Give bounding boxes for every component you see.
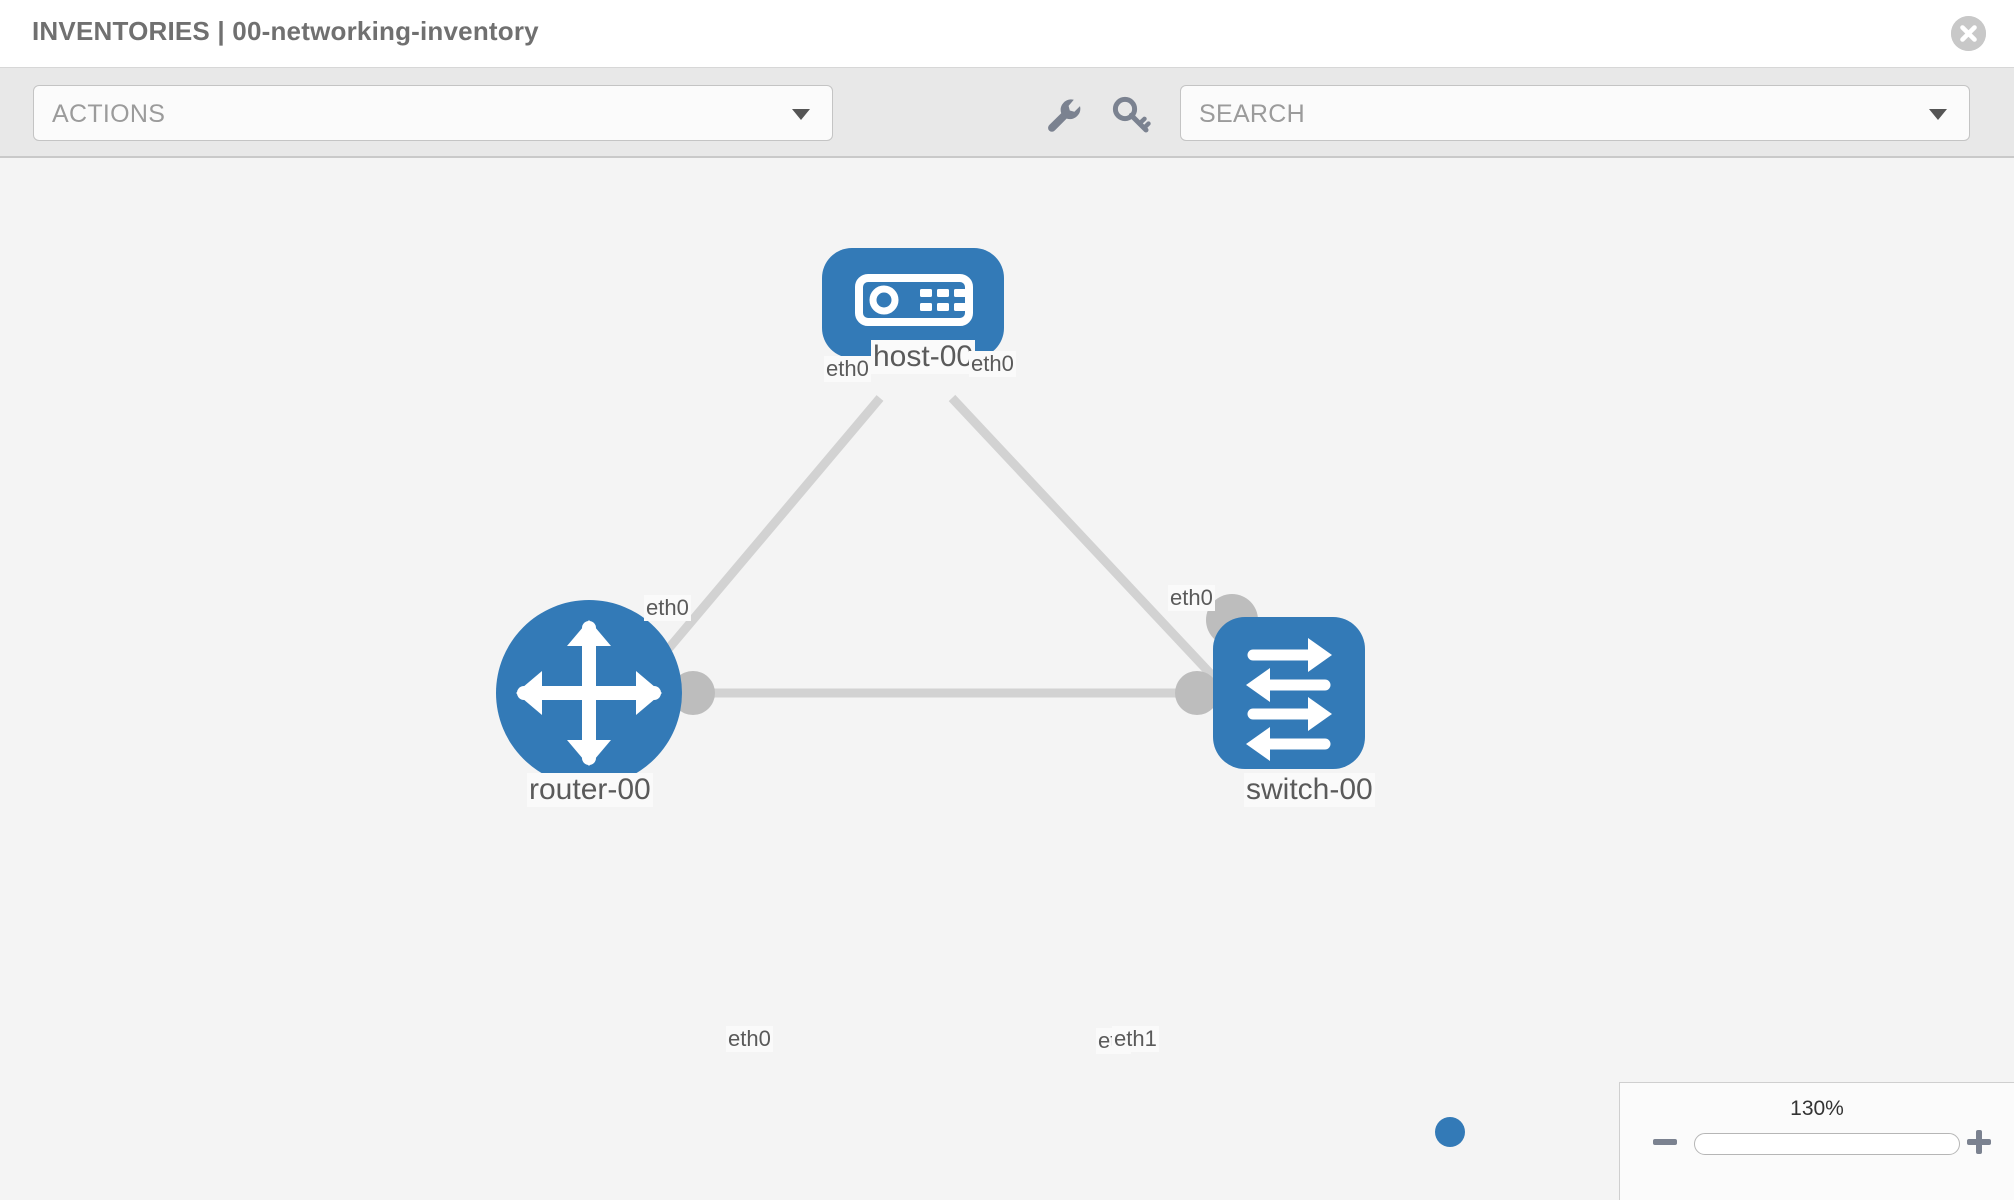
zoom-percent-label: 130%	[1790, 1097, 1844, 1120]
toolbar: ACTIONS SEARCH	[0, 68, 2014, 158]
zoom-out-button[interactable]	[1650, 1127, 1680, 1157]
chevron-down-icon	[792, 109, 810, 120]
node-label-switch-00: switch-00	[1244, 773, 1375, 807]
chevron-down-icon[interactable]	[1929, 109, 1947, 120]
zoom-slider-track[interactable]	[1694, 1133, 1960, 1155]
edge-label-host-switch: eth0	[969, 351, 1016, 377]
wrench-icon[interactable]	[1043, 94, 1085, 136]
node-label-host-00: host-00	[871, 340, 976, 374]
edge-label-router-switch-to: eth1	[1112, 1026, 1159, 1052]
zoom-in-button[interactable]	[1964, 1127, 1994, 1157]
close-icon[interactable]	[1951, 16, 1986, 51]
edge-label-switch-host: eth0	[1168, 585, 1215, 611]
edge-label-router-switch-from: eth0	[726, 1026, 773, 1052]
topology-connectors	[671, 320, 1258, 715]
topology-canvas[interactable]: host-00 router-00 switch-00 eth0 eth0 et…	[0, 158, 2014, 1200]
node-router-00	[496, 600, 682, 786]
edge-label-host-router: eth0	[824, 356, 871, 382]
page-title: INVENTORIES | 00-networking-inventory	[32, 16, 539, 46]
node-switch-00	[1213, 617, 1365, 769]
edge-label-router-host: eth0	[644, 595, 691, 621]
node-label-router-00: router-00	[527, 773, 653, 807]
search-input[interactable]: SEARCH	[1180, 85, 1970, 141]
actions-dropdown[interactable]: ACTIONS	[33, 85, 833, 141]
zoom-slider-thumb[interactable]	[1435, 1117, 1465, 1147]
node-host-00	[822, 248, 1004, 358]
topology-links	[606, 394, 1256, 722]
title-bar: INVENTORIES | 00-networking-inventory	[0, 0, 2014, 68]
key-icon[interactable]	[1110, 94, 1152, 136]
search-placeholder: SEARCH	[1199, 100, 1305, 128]
zoom-control-panel: 130%	[1619, 1082, 2014, 1200]
actions-dropdown-label: ACTIONS	[52, 100, 166, 128]
